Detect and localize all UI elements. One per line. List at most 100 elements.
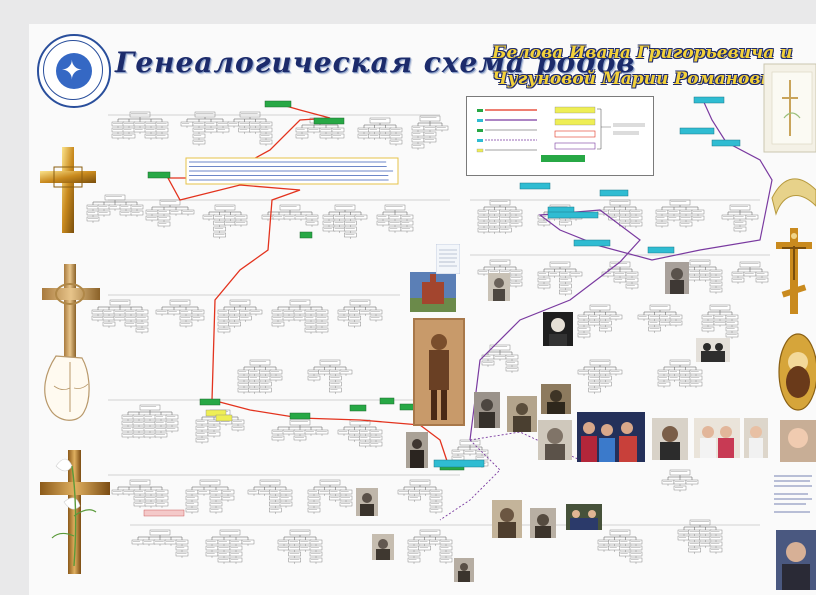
- person-box: [249, 309, 263, 315]
- person-box: [209, 495, 223, 501]
- person-box: [505, 366, 519, 372]
- ancestor-node-green: [199, 398, 221, 406]
- person-box: [667, 209, 681, 215]
- person-box: [194, 111, 216, 118]
- person-box: [477, 227, 491, 233]
- person-box: [709, 529, 723, 535]
- person-box: [153, 539, 167, 545]
- person-box: [488, 221, 501, 227]
- person-box: [205, 539, 219, 545]
- person-box: [157, 215, 171, 221]
- person-box: [337, 429, 351, 435]
- person-box: [667, 215, 681, 221]
- person-box: [489, 199, 511, 206]
- person-box: [109, 299, 131, 306]
- person-box: [315, 309, 329, 315]
- person-box: [339, 495, 353, 501]
- person-box: [499, 227, 512, 233]
- person-box: [709, 547, 723, 553]
- person-box: [688, 269, 701, 275]
- person-box: [499, 209, 512, 215]
- person-box: [132, 426, 146, 432]
- person-box: [588, 320, 601, 326]
- person-box: [389, 133, 403, 139]
- soldier-portrait-photo: [413, 318, 465, 426]
- person-box: [135, 327, 149, 333]
- baby-photo: [780, 420, 816, 462]
- person-box: [195, 425, 209, 431]
- person-box: [577, 320, 591, 326]
- person-box: [677, 535, 691, 541]
- person-box: [588, 314, 601, 320]
- person-box: [451, 455, 465, 461]
- person-box: [699, 269, 712, 275]
- person-box: [689, 259, 711, 266]
- person-box: [493, 354, 507, 360]
- person-box: [129, 111, 151, 118]
- person-box: [231, 419, 245, 425]
- person-box: [407, 545, 421, 551]
- couple-photo: [696, 338, 730, 362]
- person-box: [185, 507, 199, 513]
- person-box: [599, 375, 612, 381]
- person-box: [588, 375, 601, 381]
- person-box: [709, 287, 723, 293]
- person-box: [423, 137, 437, 143]
- person-box: [259, 479, 281, 486]
- poster-title: Генеалогическая схема родов: [115, 46, 636, 79]
- person-box: [289, 299, 311, 306]
- person-box: [333, 214, 346, 220]
- person-box: [369, 441, 383, 447]
- person-box: [648, 326, 661, 332]
- person-box: [477, 215, 491, 221]
- person-box: [357, 127, 371, 133]
- person-box: [228, 309, 241, 315]
- person-box: [191, 309, 205, 315]
- church-photo: [410, 272, 456, 312]
- person-box: [669, 359, 691, 366]
- person-box: [231, 425, 245, 431]
- person-box: [133, 495, 147, 501]
- person-box: [113, 309, 127, 315]
- person-box: [739, 261, 761, 268]
- person-box: [359, 429, 372, 435]
- person-box: [669, 314, 683, 320]
- person-box: [221, 489, 235, 495]
- person-box: [209, 501, 223, 507]
- person-box: [304, 309, 318, 315]
- person-box: [259, 139, 273, 145]
- person-box: [249, 359, 271, 366]
- person-box: [217, 321, 231, 327]
- person-box: [435, 125, 449, 131]
- person-box: [111, 121, 125, 127]
- person-box: [400, 226, 414, 232]
- golden-cross-icon: [40, 147, 96, 233]
- person-box: [271, 435, 285, 441]
- person-box: [337, 309, 351, 315]
- person-box: [269, 489, 282, 495]
- person-box: [629, 545, 643, 551]
- person-box: [195, 419, 209, 425]
- person-box: [509, 275, 523, 281]
- person-box: [669, 469, 691, 476]
- portrait-photo-3: [665, 262, 689, 294]
- person-box: [755, 277, 769, 283]
- person-box: [119, 210, 133, 216]
- person-box: [709, 304, 731, 311]
- person-box: [97, 204, 111, 210]
- person-box: [229, 551, 243, 557]
- person-box: [237, 375, 251, 381]
- person-box: [439, 551, 453, 557]
- person-box: [344, 226, 357, 232]
- person-box: [657, 375, 671, 381]
- person-box: [192, 121, 206, 127]
- person-box: [315, 315, 329, 321]
- person-box: [619, 209, 632, 215]
- person-box: [629, 215, 643, 221]
- person-box: [248, 381, 261, 387]
- person-box: [668, 375, 681, 381]
- person-box: [309, 551, 323, 557]
- person-box: [143, 420, 157, 426]
- person-box: [359, 441, 372, 447]
- person-box: [239, 111, 261, 118]
